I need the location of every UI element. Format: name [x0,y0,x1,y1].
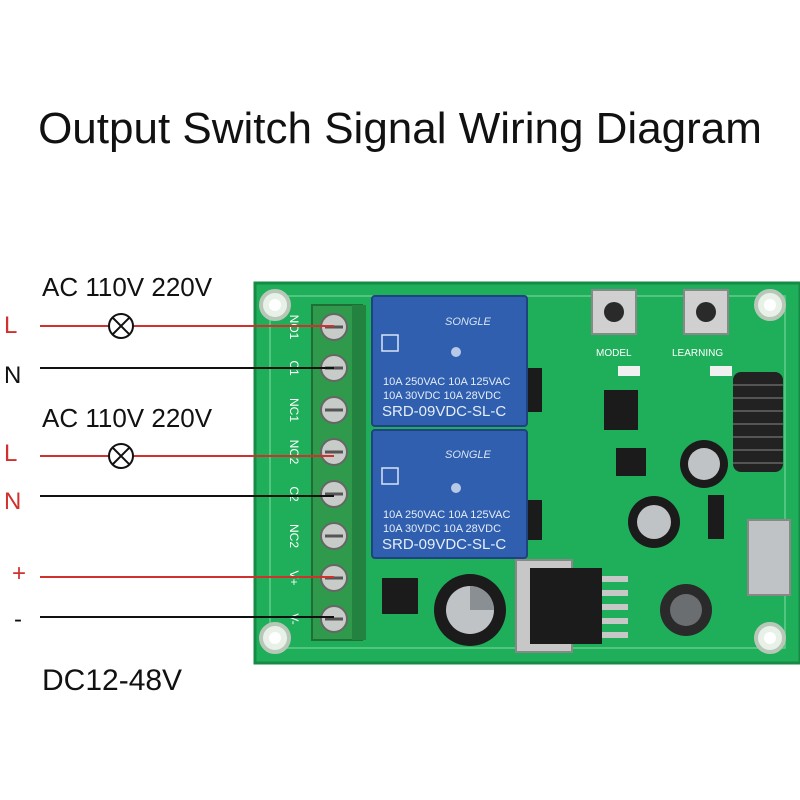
relay-1-rating-2: 10A 30VDC 10A 28VDC [383,390,501,402]
capacitor-2 [628,496,680,548]
wire-label-minus: - [14,606,22,633]
dc-label: DC12-48V [42,664,183,697]
relay-2: SONGLE 10A 250VAC 10A 125VAC 10A 30VDC 1… [371,429,528,559]
terminal-label-nc2: NC2 [287,524,301,548]
terminal-label-no2: NO2 [287,440,301,465]
led-1 [618,366,640,376]
relay-2-brand: SONGLE [445,449,492,461]
button-learning-label: LEARNING [672,348,723,359]
capacitor-large [434,574,506,646]
wire-label-n1: N [4,362,22,389]
button-model-label: MODEL [596,348,632,359]
relay-2-rating-2: 10A 30VDC 10A 28VDC [383,523,501,535]
wire-label-l2: L [4,440,18,467]
relay-1-model: SRD-09VDC-SL-C [382,403,506,420]
terminal-block [311,304,366,641]
ic-chip-2 [616,448,646,476]
button-model: MODEL [591,289,637,359]
bridge-rectifier [382,578,418,614]
relay-1-rating-1: 10A 250VAC 10A 125VAC [383,376,510,388]
wire-label-plus: + [12,560,27,587]
crystal [747,519,791,596]
diode-2 [528,500,542,540]
ic-chip-1 [604,390,638,430]
wire-label-l1: L [4,312,18,339]
ac-label-1: AC 110V 220V [42,272,213,302]
diagram-title: Output Switch Signal Wiring Diagram [38,104,762,153]
diode-3 [708,495,724,539]
inductor [660,584,712,636]
antenna-coil [733,372,783,472]
button-learning: LEARNING [672,289,729,359]
wire-label-n2: N [4,488,22,515]
lamp-icon-2 [108,443,134,469]
terminal-label-vminus: V- [287,613,301,624]
relay-1: SONGLE 10A 250VAC 10A 125VAC 10A 30VDC 1… [371,295,528,427]
relay-1-brand: SONGLE [445,316,492,328]
lamp-icon-1 [108,313,134,339]
terminal-label-no1: NO1 [287,315,301,340]
voltage-regulator [515,559,628,653]
ac-label-2: AC 110V 220V [42,403,213,433]
relay-2-model: SRD-09VDC-SL-C [382,536,506,553]
relay-2-rating-1: 10A 250VAC 10A 125VAC [383,509,510,521]
terminal-label-c2: C2 [287,486,301,502]
diode-1 [528,368,542,412]
terminal-label-nc1: NC1 [287,398,301,422]
led-2 [710,366,732,376]
capacitor-1 [680,440,728,488]
mounting-holes [259,289,786,654]
